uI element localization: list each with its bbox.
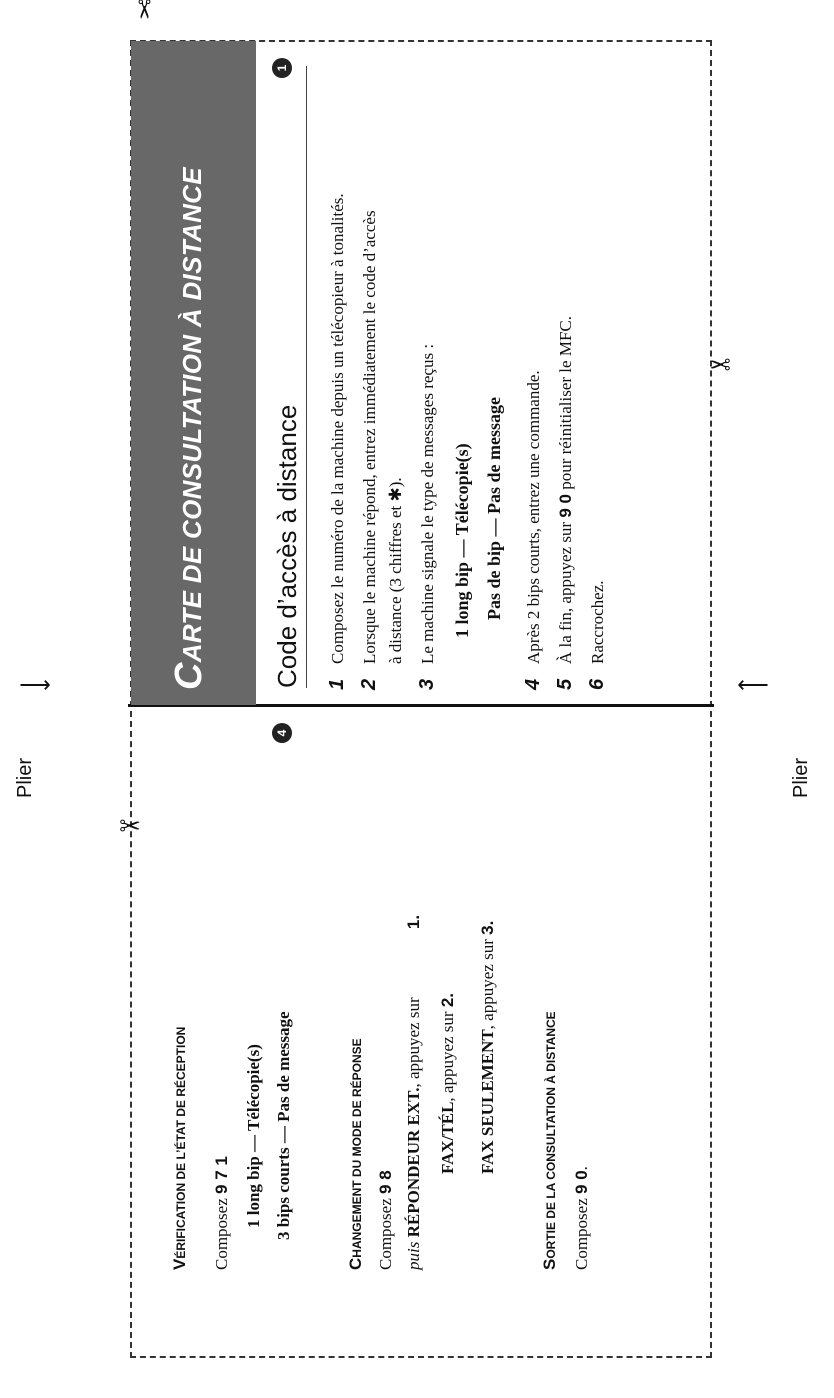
panel-number-badge: 1 [272, 58, 292, 78]
heading-reception-check: VÉRIFICATION DE L’ÉTAT DE RÉCEPTION [170, 1026, 189, 1270]
step-5: 5À la fin, appuyez sur 9 0 pour réinitia… [554, 316, 576, 690]
panel-number-badge: 4 [272, 723, 292, 743]
fold-label-bottom: Plier [790, 757, 812, 798]
fold-arrow-bottom-icon: ⟵ [737, 672, 769, 698]
step-4: 4Après 2 bips courts, entrez une command… [522, 370, 544, 690]
heading-rule [306, 66, 307, 688]
card-title: CARTE DE CONSULTATION À DISTANCE [168, 167, 210, 690]
reception-signal-none: 3 bips courts — Pas de message [274, 1011, 293, 1240]
step-6: 6Raccrochez. [586, 580, 608, 690]
mode-option-fax-only: FAX SEULEMENT, appuyez sur 3. [478, 920, 497, 1174]
step-2-continued: à distance (3 chiffres et ✱). [386, 477, 405, 664]
reception-signal-fax: 1 long bip — Télécopie(s) [244, 1044, 263, 1228]
signal-fax: 1 long bip — Télécopie(s) [452, 443, 472, 638]
scissors-icon: ✂ [128, 0, 158, 20]
step-2: 2Lorsque le machine répond, entrez imméd… [358, 210, 380, 690]
code-reset: 9 0 [556, 494, 575, 518]
scissors-icon: ✂ [119, 812, 141, 843]
step-3: 3Le machine signale le type de messages … [416, 343, 438, 690]
mode-option-answering-machine: puis RÉPONDEUR EXT., appuyez sur 1. [404, 914, 423, 1270]
compose-exit: Composez 9 0. [572, 1166, 591, 1270]
mode-option-fax-tel: FAX/TÉL, appuyez sur 2. [438, 992, 457, 1174]
step-1: 1Composez le numéro de la machine depuis… [326, 193, 348, 690]
fold-arrow-top-icon: ⟶ [19, 672, 51, 698]
fold-label-top: Plier [14, 757, 36, 798]
section-heading: Code d’accès à distance [272, 404, 302, 688]
signal-none: Pas de bip — Pas de message [484, 396, 504, 620]
scissors-icon: ✂ [709, 348, 731, 379]
compose-mode-change: Composez 9 8 [376, 1170, 395, 1270]
compose-reception-check: Composez 9 7 1 [212, 1156, 231, 1270]
heading-mode-change: CHANGEMENT DU MODE DE RÉPONSE [346, 1038, 365, 1270]
heading-exit: SORTIE DE LA CONSULTATION À DISTANCE [540, 1011, 559, 1270]
